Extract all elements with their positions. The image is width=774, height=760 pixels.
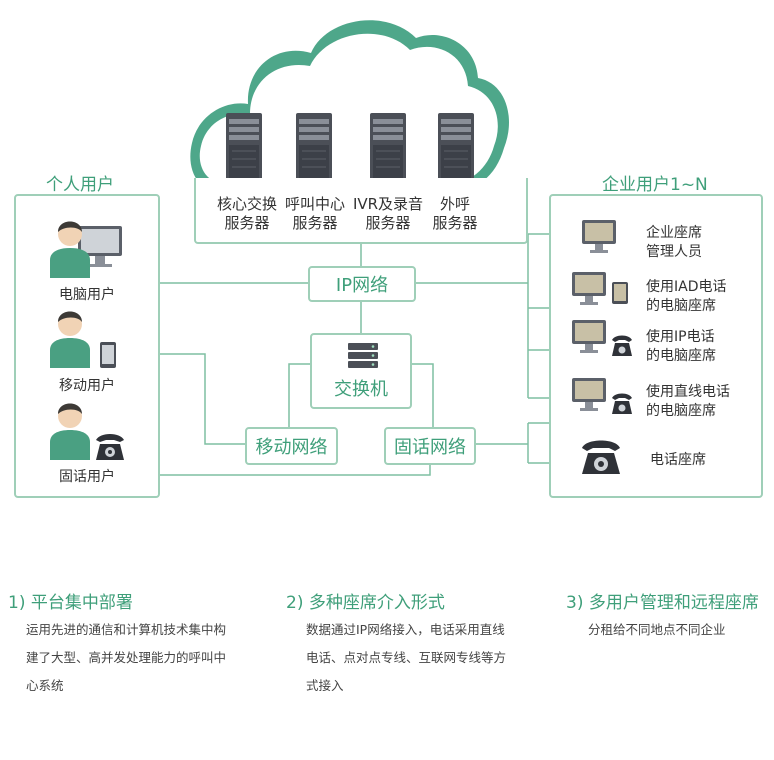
fixed-network-node: 固话网络 <box>384 427 476 465</box>
server-label-outbound: 外呼服务器 <box>432 195 478 232</box>
seat-label-iad: 使用IAD电话的电脑座席 <box>646 279 727 314</box>
ip-network-node: IP网络 <box>308 266 416 302</box>
enterprise-users-title: 企业用户1~N <box>602 175 708 195</box>
server-rack-icon <box>226 113 262 187</box>
switch-node: 交换机 <box>310 333 412 409</box>
telephone-icon <box>580 436 622 480</box>
ip-network-label: IP网络 <box>335 275 389 296</box>
switch-icon <box>348 343 378 368</box>
seat-label-phone: 电话座席 <box>650 452 706 468</box>
feature-title-1: 1) 平台集中部署 <box>8 593 133 613</box>
server-rack-icon <box>296 113 332 187</box>
link-fixed-user-network <box>122 465 431 476</box>
user-telephone-icon <box>48 396 128 464</box>
server-rack-icon <box>370 113 406 187</box>
seat-label-direct-line: 使用直线电话的电脑座席 <box>646 384 730 419</box>
server-label-core-switch: 核心交换服务器 <box>216 195 277 232</box>
server-group-box <box>194 178 528 244</box>
fixed-network-label: 固话网络 <box>394 437 466 458</box>
monitor-phone-icon <box>572 320 634 364</box>
monitor-phone-icon <box>572 378 634 422</box>
feature-title-2: 2) 多种座席介入形式 <box>286 593 445 613</box>
switch-label: 交换机 <box>334 379 388 400</box>
server-rack-icon <box>438 113 474 187</box>
user-mobile-icon <box>48 304 124 372</box>
link-switch-fixed <box>412 363 434 427</box>
cloud-icon <box>190 20 509 194</box>
feature-title-3: 3) 多用户管理和远程座席 <box>566 593 759 613</box>
feature-desc-1: 运用先进的通信和计算机技术集中构建了大型、高并发处理能力的呼叫中心系统 <box>26 622 227 693</box>
link-switch-mobile <box>288 363 310 427</box>
seat-label-ip-phone: 使用IP电话的电脑座席 <box>646 329 716 364</box>
user-label-computer: 电脑用户 <box>59 287 115 303</box>
feature-desc-3: 分租给不同地点不同企业 <box>588 622 726 637</box>
monitor-tablet-icon <box>572 272 632 318</box>
user-label-telephone: 固话用户 <box>59 469 115 485</box>
seat-label-manager: 企业座席管理人员 <box>646 225 702 260</box>
link-mobile-user-network <box>122 353 245 445</box>
user-label-mobile: 移动用户 <box>59 378 115 394</box>
monitor-icon <box>580 218 620 260</box>
feature-desc-2: 数据通过IP网络接入，电话采用直线电话、点对点专线、互联网专线等方式接入 <box>306 622 507 693</box>
mobile-network-label: 移动网络 <box>255 437 328 458</box>
mobile-network-node: 移动网络 <box>245 427 338 465</box>
server-label-call-center: 呼叫中心服务器 <box>284 195 345 232</box>
server-label-ivr: IVR及录音服务器 <box>352 195 424 232</box>
personal-users-title: 个人用户 <box>46 175 114 195</box>
user-computer-icon <box>48 214 124 282</box>
